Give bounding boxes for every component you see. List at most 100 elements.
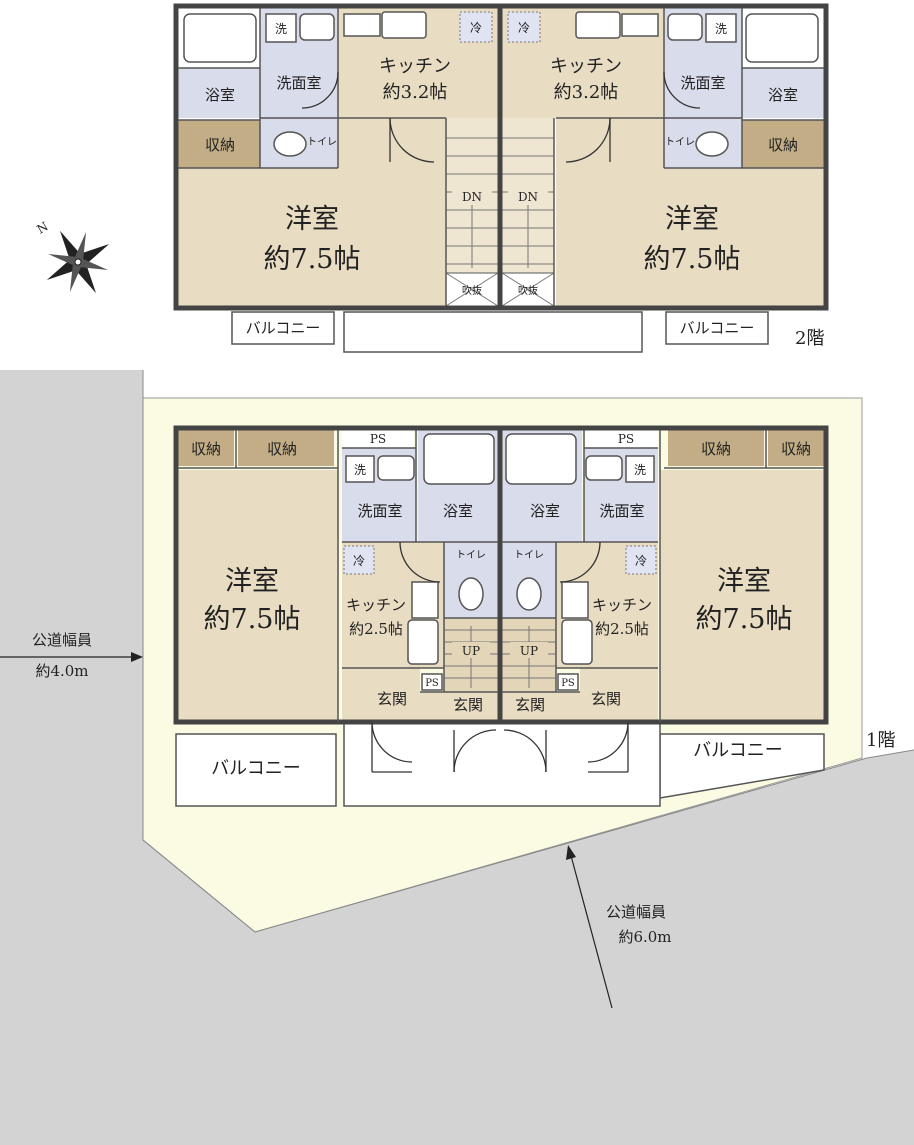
- f2-left-bathtub: [183, 13, 257, 63]
- f1-left-fridge-label: 冷: [353, 554, 365, 568]
- f1-right-kitchen-sink: [561, 619, 593, 665]
- f1-right-ps-2-label: PS: [561, 678, 575, 689]
- west-road-width: 約4.0m: [35, 662, 88, 680]
- f1-left-genkan-2: [420, 692, 498, 720]
- f1-right-fridge-label: 冷: [635, 554, 647, 568]
- f2-inner-walls: [178, 8, 824, 306]
- f1-left-fridge: [343, 545, 375, 575]
- f1-left-kitchen-sink: [407, 619, 439, 665]
- f1-right-toilet-label: トイレ: [514, 550, 544, 561]
- f2-left-fridge-label: 冷: [470, 21, 482, 35]
- f1-left-kitchen-label: キッチン: [346, 596, 406, 614]
- f2-left-western-label: 洋室: [285, 204, 339, 235]
- f2-right-balcony: [665, 311, 769, 345]
- f1-right-genkan-1: [580, 668, 658, 720]
- f1-right-washer: [625, 455, 655, 483]
- f1-left-storage-1: [178, 430, 234, 466]
- f1-left-bath-label: 浴室: [443, 502, 473, 520]
- f2-left-bath-label: 浴室: [205, 86, 235, 104]
- f2-right-fridge: [507, 11, 541, 43]
- south-road-width: 約6.0m: [618, 928, 671, 946]
- f1-left-ps-1-label: PS: [370, 432, 386, 446]
- f1-floor-label: 1階: [866, 730, 895, 751]
- f1-left-storage-2: [238, 430, 334, 466]
- f2-left-western-room: [178, 168, 446, 306]
- compass-north-label: N: [35, 219, 51, 236]
- f2-right-stove: [621, 13, 659, 37]
- f1-right-ps-1: [584, 430, 658, 448]
- f1-inner-walls: [178, 430, 824, 722]
- f1-left-toilet-label: トイレ: [456, 550, 486, 561]
- f2-left-washer-label: 洗: [275, 22, 287, 36]
- f1-left-western-size: 約7.5帖: [204, 604, 301, 635]
- f2-right-storage: [742, 120, 824, 168]
- f1-left-ps-2: [421, 673, 443, 691]
- f2-left-kitchen-size: 約3.2帖: [383, 82, 448, 103]
- f2-stair-treads: [445, 137, 555, 307]
- f2-right-kitchen-size: 約3.2帖: [554, 82, 619, 103]
- f2-doors: [301, 71, 701, 163]
- f1-left-genkan-1-label: 玄関: [377, 690, 407, 708]
- f2-right-western-room: [556, 168, 824, 306]
- west-road: [0, 370, 914, 1145]
- south-road-label: 公道幅員: [606, 903, 666, 921]
- west-road-arrowhead: [131, 652, 143, 662]
- lot-edge-line: [142, 370, 914, 933]
- f2-right-sink: [667, 13, 703, 41]
- f1-right-storage-1: [668, 430, 764, 466]
- f2-right-washroom-label: 洗面室: [680, 74, 725, 92]
- f2-left-fukinuke-label: 吹抜: [462, 284, 482, 297]
- f2-left-kitchen-sink: [381, 11, 427, 39]
- f2-right-western-size: 約7.5帖: [644, 244, 741, 275]
- compass-rose-icon: [46, 230, 110, 294]
- f1-left-western-label: 洋室: [225, 566, 279, 597]
- f2-left-toilet-bowl: [273, 131, 307, 157]
- f1-right-washroom-label: 洗面室: [599, 502, 644, 520]
- floor-2: バルコニー バルコニー: [173, 3, 829, 353]
- south-road-arrowhead: [566, 845, 576, 860]
- floor-1: バルコニー バルコニー: [173, 425, 895, 807]
- f1-right-storage-2: [768, 430, 824, 466]
- f1-right-genkan-2-label: 玄関: [515, 696, 545, 714]
- south-road-arrow: [569, 851, 613, 1009]
- f2-left-dn-box: [452, 187, 492, 205]
- f1-left-washer-label: 洗: [354, 463, 366, 477]
- f1-left-ps-2-label: PS: [425, 678, 439, 689]
- f2-left-toilet-label: トイレ: [307, 137, 337, 148]
- f2-right-toilet-bowl: [695, 131, 729, 157]
- f1-left-sink: [377, 455, 415, 481]
- f1-right-bath-label: 浴室: [530, 502, 560, 520]
- f2-right-bathtub: [745, 13, 819, 63]
- f2-floor-label: 2階: [795, 328, 824, 349]
- f2-left-dn-label: DN: [462, 190, 482, 204]
- f1-right-western-size: 約7.5帖: [696, 604, 793, 635]
- f1-left-balcony: [175, 733, 337, 807]
- f1-right-balcony-label: バルコニー: [693, 740, 783, 761]
- f1-left-bathtub: [423, 433, 495, 485]
- f1-entrance-porch: [343, 721, 661, 807]
- f1-right-washer-label: 洗: [634, 463, 646, 477]
- f1-left-genkan-2-label: 玄関: [453, 696, 483, 714]
- f1-right-western-room: [660, 470, 824, 720]
- f2-left-storage-label: 収納: [205, 136, 235, 154]
- f1-left-washer: [345, 455, 375, 483]
- f2-left-bath: [178, 68, 260, 118]
- f2-right-toilet-label: トイレ: [665, 137, 695, 148]
- f2-left-washroom-label: 洗面室: [276, 74, 321, 92]
- f2-right-kitchen-sink: [575, 11, 621, 39]
- f2-center-ledge: [343, 311, 643, 353]
- f1-left-genkan-1: [342, 668, 420, 720]
- f1-right-storage-1-label: 収納: [701, 440, 731, 458]
- f1-right-western-label: 洋室: [717, 566, 771, 597]
- f1-right-sink: [585, 455, 623, 481]
- f2-right-western-label: 洋室: [665, 204, 719, 235]
- f1-doors: [371, 541, 629, 773]
- f1-right-ps-2: [557, 673, 579, 691]
- f1-left-storage-1-label: 収納: [191, 440, 221, 458]
- f1-left-stove: [411, 581, 439, 619]
- f1-right-storage-2-label: 収納: [781, 440, 811, 458]
- f2-right-dn-label: DN: [518, 190, 538, 204]
- f2-left-fridge: [459, 11, 493, 43]
- f1-right-bathtub: [505, 433, 577, 485]
- f1-right-up-box: [510, 642, 548, 658]
